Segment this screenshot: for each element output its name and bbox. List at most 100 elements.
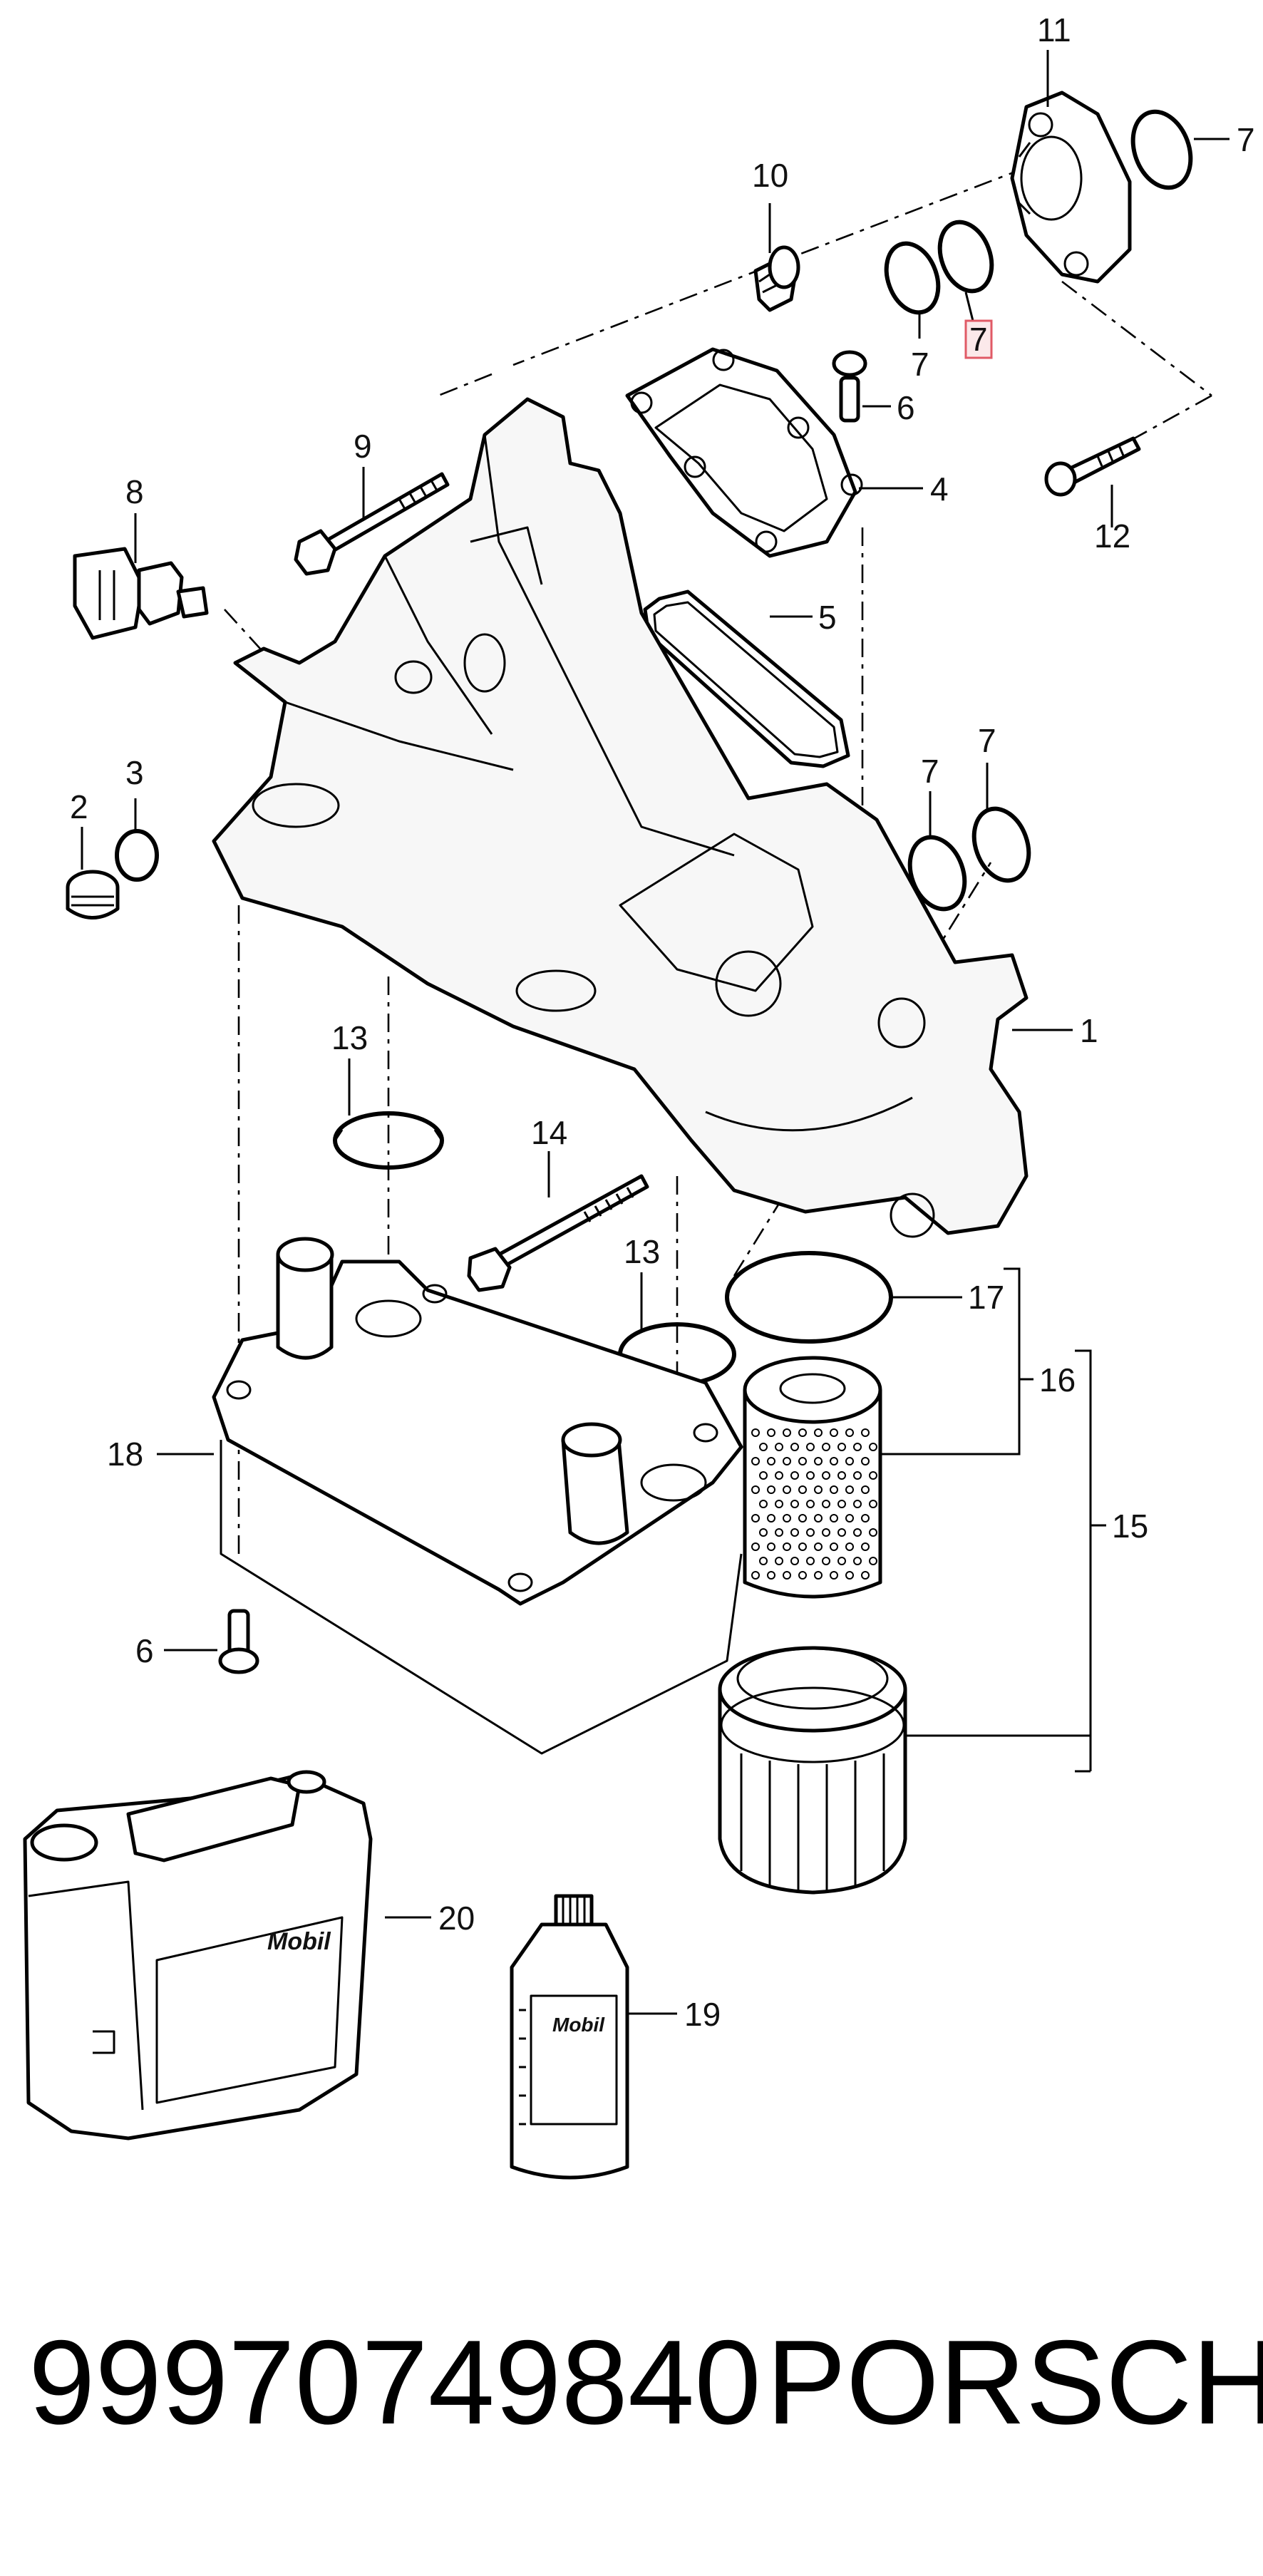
perforation-hole xyxy=(845,1514,854,1523)
perforation-hole xyxy=(869,1443,877,1451)
callout-7-highlighted: 7 xyxy=(969,321,988,358)
perforation-hole xyxy=(830,1542,838,1551)
part-13-clip-upper xyxy=(333,1111,444,1170)
part-8-pressure-switch xyxy=(73,547,209,640)
part-14-bolt xyxy=(467,1174,649,1292)
perforation-hole xyxy=(830,1428,838,1437)
perforation-hole xyxy=(814,1457,823,1465)
perforation-hole xyxy=(751,1428,760,1437)
perforation-hole xyxy=(751,1514,760,1523)
perforation-hole xyxy=(837,1500,846,1508)
perforation-hole xyxy=(853,1443,862,1451)
perforation-hole xyxy=(853,1471,862,1480)
perforation-hole xyxy=(822,1528,830,1537)
perforation-hole xyxy=(853,1557,862,1565)
perforation-hole xyxy=(869,1557,877,1565)
perforation-hole xyxy=(775,1528,783,1537)
perforation-hole xyxy=(759,1443,768,1451)
perforation-hole xyxy=(775,1500,783,1508)
perforation-hole xyxy=(759,1500,768,1508)
perforation-hole xyxy=(798,1571,807,1580)
callout-6-bottom: 6 xyxy=(135,1632,154,1669)
callout-15: 15 xyxy=(1112,1508,1148,1545)
perforation-hole xyxy=(837,1557,846,1565)
perforation-hole xyxy=(837,1443,846,1451)
callout-11: 11 xyxy=(1037,11,1071,48)
perforation-hole xyxy=(830,1514,838,1523)
perforation-hole xyxy=(853,1500,862,1508)
perforation-hole xyxy=(830,1485,838,1494)
perforation-hole xyxy=(783,1428,791,1437)
perforation-hole xyxy=(861,1485,870,1494)
callout-5: 5 xyxy=(818,599,837,636)
perforation-hole xyxy=(814,1514,823,1523)
callout-17: 17 xyxy=(968,1279,1004,1316)
perforation-hole xyxy=(798,1428,807,1437)
part-12-bolt xyxy=(1044,436,1141,497)
part-7-oring-lower-left xyxy=(907,835,967,912)
perforation-hole xyxy=(853,1528,862,1537)
callout-3: 3 xyxy=(125,754,144,791)
part-18-oil-cooler xyxy=(212,1237,743,1755)
perforation-hole xyxy=(759,1557,768,1565)
part-16-filter-element xyxy=(743,1356,882,1599)
part-6-bolt-top xyxy=(832,350,867,423)
perforation-hole xyxy=(845,1485,854,1494)
perforation-hole xyxy=(845,1571,854,1580)
perforation-hole xyxy=(790,1557,799,1565)
callout-14: 14 xyxy=(531,1114,567,1151)
perforation-hole xyxy=(814,1428,823,1437)
perforation-hole xyxy=(837,1528,846,1537)
perforation-hole xyxy=(783,1542,791,1551)
perforation-hole xyxy=(767,1485,775,1494)
perforation-hole xyxy=(798,1457,807,1465)
part-7-oring-left xyxy=(884,241,941,315)
perforation-hole xyxy=(861,1571,870,1580)
callout-2: 2 xyxy=(70,788,88,825)
part-7-oring-lower-right xyxy=(971,806,1031,883)
perforation-hole xyxy=(822,1500,830,1508)
perforation-hole xyxy=(814,1542,823,1551)
perforation-hole xyxy=(845,1542,854,1551)
callout-7-lower-right: 7 xyxy=(978,722,996,759)
perforation-hole xyxy=(790,1528,799,1537)
perforation-hole xyxy=(861,1542,870,1551)
perforation-hole xyxy=(783,1457,791,1465)
perforation-hole xyxy=(869,1528,877,1537)
perforation-hole xyxy=(814,1485,823,1494)
part-number-text: 99970749840 xyxy=(29,2315,761,2449)
callout-10: 10 xyxy=(752,157,788,194)
callout-numbers: 11 7 10 7 7 6 4 12 5 9 8 2 3 7 7 1 13 14… xyxy=(70,11,1255,2033)
perforation-hole xyxy=(822,1471,830,1480)
filter-perforation xyxy=(751,1428,877,1580)
part-7-oring-right xyxy=(937,220,994,294)
part-15-filter-cap xyxy=(718,1646,907,1895)
callout-4: 4 xyxy=(930,470,949,508)
callout-18: 18 xyxy=(107,1436,143,1473)
perforation-hole xyxy=(837,1471,846,1480)
leader-lines xyxy=(81,50,1230,2015)
callout-9: 9 xyxy=(354,428,372,465)
brand-text: PORSCHE xyxy=(766,2315,1263,2449)
canister-logo: Mobil xyxy=(267,1928,331,1955)
callout-7-lower-left: 7 xyxy=(921,753,939,790)
perforation-hole xyxy=(775,1557,783,1565)
callout-16: 16 xyxy=(1039,1361,1076,1398)
perforation-hole xyxy=(806,1528,815,1537)
part-20-oil-canister: Mobil xyxy=(23,1770,373,2140)
perforation-hole xyxy=(845,1428,854,1437)
perforation-hole xyxy=(751,1485,760,1494)
perforation-hole xyxy=(822,1443,830,1451)
perforation-hole xyxy=(869,1500,877,1508)
perforation-hole xyxy=(798,1485,807,1494)
perforation-hole xyxy=(861,1428,870,1437)
perforation-hole xyxy=(806,1557,815,1565)
callout-6-top: 6 xyxy=(897,389,915,426)
part-11-cover-flange xyxy=(1010,91,1132,284)
perforation-hole xyxy=(806,1471,815,1480)
perforation-hole xyxy=(845,1457,854,1465)
callout-7-middle: 7 xyxy=(911,346,929,383)
part-3-seal-ring xyxy=(115,829,159,882)
perforation-hole xyxy=(814,1571,823,1580)
